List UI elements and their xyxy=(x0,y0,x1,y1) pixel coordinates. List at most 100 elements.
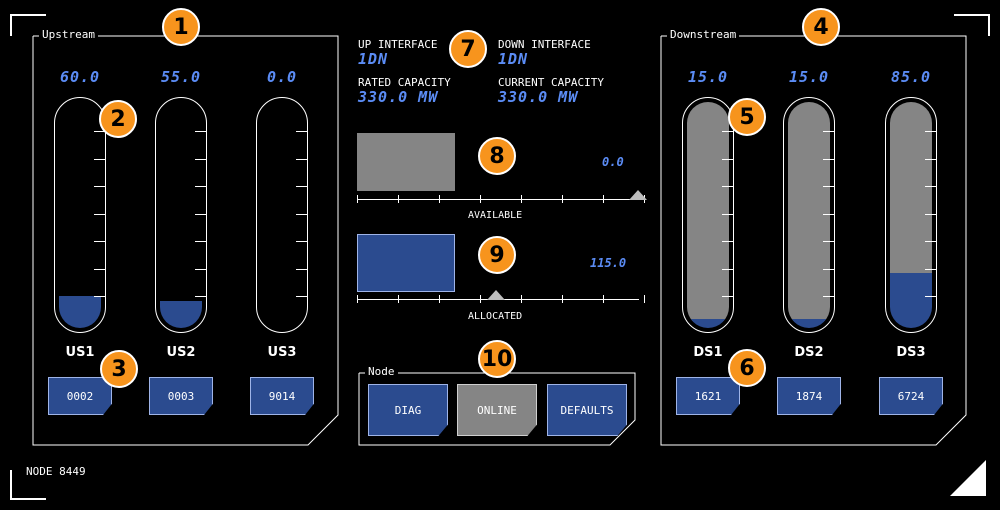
rated-capacity-value: 330.0 MW xyxy=(358,88,439,106)
scale-tick xyxy=(603,195,604,203)
upstream-tube-tick xyxy=(195,186,207,187)
upstream-label-3: US3 xyxy=(267,345,297,360)
upstream-tube-tick xyxy=(296,131,308,132)
downstream-tube-2 xyxy=(783,97,835,333)
badge-10: 10 xyxy=(478,340,516,378)
downstream-tube-tick xyxy=(722,186,734,187)
corner-bottom-left xyxy=(10,470,46,500)
downstream-tube-1 xyxy=(682,97,734,333)
upstream-tube-tick xyxy=(195,241,207,242)
current-capacity-label: CURRENT CAPACITY xyxy=(498,76,604,89)
downstream-tube-empty-3 xyxy=(890,102,932,275)
upstream-value-2: 55.0 xyxy=(160,68,202,86)
downstream-tube-3 xyxy=(885,97,937,333)
badge-5: 5 xyxy=(728,98,766,136)
defaults-button[interactable]: DEFAULTS xyxy=(547,384,627,436)
upstream-tube-tick xyxy=(195,268,207,270)
downstream-tube-tick xyxy=(925,131,937,132)
upstream-tube-3 xyxy=(256,97,308,333)
badge-4: 4 xyxy=(802,8,840,46)
scale-tick xyxy=(398,195,399,203)
down-interface-label: DOWN INTERFACE xyxy=(498,38,591,51)
available-pointer-icon xyxy=(629,190,647,200)
upstream-tube-tick xyxy=(94,158,106,160)
scale-tick xyxy=(521,195,522,203)
scale-tick xyxy=(439,295,440,303)
downstream-tube-tick xyxy=(722,158,734,160)
available-label: AVAILABLE xyxy=(468,210,523,221)
corner-top-left xyxy=(10,14,46,36)
upstream-value-3: 0.0 xyxy=(266,68,298,86)
upstream-id-button-3[interactable]: 9014 xyxy=(250,377,314,415)
upstream-value-1: 60.0 xyxy=(59,68,101,86)
scale-tick xyxy=(562,195,563,203)
scale-tick xyxy=(480,295,481,303)
downstream-id-button-1[interactable]: 1621 xyxy=(676,377,740,415)
rated-capacity-label: RATED CAPACITY xyxy=(358,76,451,89)
badge-7: 7 xyxy=(449,30,487,68)
scale-tick xyxy=(357,295,358,303)
current-capacity-value: 330.0 MW xyxy=(498,88,579,106)
available-value: 0.0 xyxy=(602,155,624,169)
downstream-tube-empty-1 xyxy=(687,102,729,321)
scale-tick xyxy=(357,195,358,203)
diag-button[interactable]: DIAG xyxy=(368,384,448,436)
downstream-label-3: DS3 xyxy=(896,345,926,360)
downstream-value-3: 85.0 xyxy=(890,68,932,86)
upstream-tube-tick xyxy=(94,213,106,215)
upstream-tube-tick xyxy=(296,213,308,215)
scale-tick xyxy=(398,295,399,303)
upstream-tube-1 xyxy=(54,97,106,333)
scale-tick xyxy=(644,295,645,303)
upstream-id-button-1[interactable]: 0002 xyxy=(48,377,112,415)
downstream-tube-tick xyxy=(722,131,734,132)
upstream-tube-tick xyxy=(296,186,308,187)
downstream-tube-tick xyxy=(823,186,835,187)
downstream-tube-tick xyxy=(823,268,835,270)
online-button[interactable]: ONLINE xyxy=(457,384,537,436)
scale-tick xyxy=(439,195,440,203)
downstream-tube-tick xyxy=(925,268,937,270)
upstream-tube-tick xyxy=(195,213,207,215)
scale-tick xyxy=(562,295,563,303)
downstream-label: Downstream xyxy=(667,28,740,41)
node-panel-label: Node xyxy=(365,365,398,378)
upstream-tube-fill-2 xyxy=(160,301,202,328)
upstream-label-1: US1 xyxy=(65,345,95,360)
badge-1: 1 xyxy=(162,8,200,46)
downstream-tube-tick xyxy=(925,213,937,215)
upstream-tube-tick xyxy=(195,131,207,132)
upstream-tube-tick xyxy=(94,241,106,242)
downstream-tube-tick xyxy=(925,296,937,297)
downstream-tube-tick xyxy=(823,241,835,242)
available-box xyxy=(357,133,455,191)
scale-tick xyxy=(603,295,604,303)
allocated-pointer-icon xyxy=(487,290,505,300)
corner-top-right xyxy=(954,14,990,36)
upstream-tube-2 xyxy=(155,97,207,333)
scale-tick xyxy=(480,195,481,203)
downstream-id-button-2[interactable]: 1874 xyxy=(777,377,841,415)
allocated-box xyxy=(357,234,455,292)
downstream-label-1: DS1 xyxy=(693,345,723,360)
downstream-value-1: 15.0 xyxy=(687,68,729,86)
upstream-tube-tick xyxy=(94,131,106,132)
downstream-tube-tick xyxy=(823,296,835,297)
upstream-tube-tick xyxy=(296,241,308,242)
upstream-label: Upstream xyxy=(39,28,98,41)
upstream-tube-tick xyxy=(296,268,308,270)
upstream-id-button-2[interactable]: 0003 xyxy=(149,377,213,415)
upstream-tube-tick xyxy=(296,296,308,297)
downstream-tube-tick xyxy=(722,213,734,215)
downstream-tube-tick xyxy=(925,186,937,187)
badge-9: 9 xyxy=(478,236,516,274)
downstream-tube-empty-2 xyxy=(788,102,830,321)
allocated-label: ALLOCATED xyxy=(468,311,523,322)
downstream-id-button-3[interactable]: 6724 xyxy=(879,377,943,415)
downstream-value-2: 15.0 xyxy=(788,68,830,86)
downstream-label-2: DS2 xyxy=(794,345,824,360)
badge-6: 6 xyxy=(728,349,766,387)
downstream-tube-tick xyxy=(823,131,835,132)
downstream-tube-tick xyxy=(823,158,835,160)
